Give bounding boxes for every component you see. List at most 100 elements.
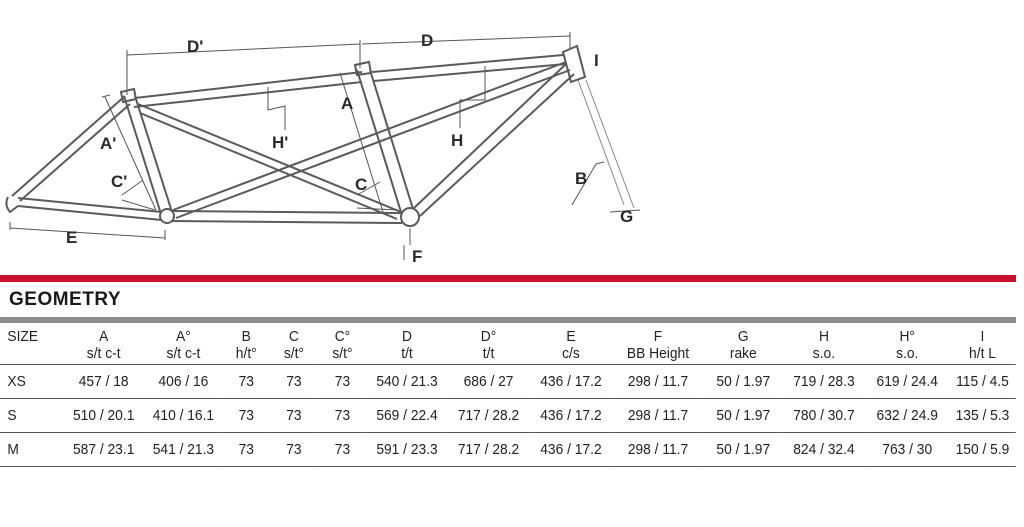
label-B: B [575,169,587,188]
table-cell: 73 [222,398,270,433]
tandem-frame-diagram: D' D I A A' H' H C' C B G E F [5,31,641,266]
table-cell: 73 [269,432,319,467]
column-header: H°s.o. [865,325,950,365]
table-cell: 73 [222,432,270,467]
table-cell: 457 / 18 [63,364,144,399]
table-cell: 410 / 16.1 [143,398,223,433]
column-header: C°s/t° [318,325,367,365]
table-cell: 50 / 1.97 [703,364,783,399]
table-cell: 73 [222,364,270,399]
rear-seat-collar [119,87,138,104]
label-G: G [620,207,633,226]
table-cell: 436 / 17.2 [529,398,613,433]
table-cell: 719 / 28.3 [782,364,866,399]
table-cell: 73 [318,398,367,433]
table-cell: 406 / 16 [143,364,223,399]
rear-seat-tube [123,95,173,215]
label-I: I [594,51,599,70]
column-header-code: A [99,328,109,345]
table-cell: 824 / 32.4 [782,432,866,467]
front-bottom-bracket [400,207,420,227]
bottom-tube [171,210,403,224]
dim-B [571,161,605,206]
size-cell: XS [0,364,64,399]
table-cell: 619 / 24.4 [865,364,950,399]
table-cell: 135 / 5.3 [949,398,1016,433]
column-header-desc: rake [729,345,757,362]
dim-D [361,32,571,50]
down-tube [413,63,575,217]
column-header-desc: s/t° [283,345,304,362]
table-cell: 298 / 11.7 [612,432,704,467]
column-header-code: H° [899,328,915,345]
table-cell: 73 [269,398,319,433]
table-cell: 298 / 11.7 [612,364,704,399]
table-cell: 298 / 11.7 [612,398,704,433]
label-F: F [412,247,422,266]
fork-line [577,79,635,209]
column-header-desc: s/t c-t [86,345,121,362]
label-A: A [341,94,353,113]
gray-divider [0,317,1016,323]
column-header: D°t/t [447,325,530,365]
table-cell: 510 / 20.1 [63,398,144,433]
table-cell: 436 / 17.2 [529,432,613,467]
label-E: E [66,228,77,247]
label-D-prime: D' [187,37,203,56]
table-cell: 73 [318,432,367,467]
seat-stay [11,95,131,202]
table-cell: 73 [318,364,367,399]
column-header-code: C [288,328,299,345]
table-cell: 50 / 1.97 [703,398,783,433]
column-header-code: H [818,328,829,345]
chain-stay [17,197,163,221]
bottom-brackets [159,207,420,227]
column-header-desc: h/t L [969,345,996,362]
column-header-desc [7,345,63,362]
dim-G [609,209,641,213]
label-D: D [421,31,433,50]
dim-F [403,228,411,260]
dim-C-prime [121,179,156,211]
column-header-desc: BB Height [626,345,690,362]
table-cell: 780 / 30.7 [782,398,866,433]
table-cell: 717 / 28.2 [447,432,530,467]
dimension-labels: D' D I A A' H' H C' C B G E F [66,31,633,266]
table-cell: 569 / 22.4 [366,398,448,433]
column-header-code: G [737,328,749,345]
rear-dropout [5,196,19,214]
head-tube [561,44,587,84]
column-header-desc: s/t° [332,345,353,362]
label-A-prime: A' [100,134,116,153]
size-cell: M [0,432,64,467]
column-header-desc: s.o. [896,345,919,362]
table-cell: 115 / 4.5 [949,364,1016,399]
column-header-desc: t/t [482,345,495,362]
table-cell: 587 / 23.1 [63,432,144,467]
column-header-code: E [566,328,576,345]
table-cell: 541 / 21.3 [143,432,223,467]
red-divider [0,275,1016,282]
table-cell: 73 [269,364,319,399]
top-tube [133,71,363,108]
column-header-code: C° [334,328,351,345]
label-H-prime: H' [272,133,288,152]
dim-C [356,181,399,211]
table-cell: 540 / 21.3 [366,364,448,399]
front-seat-collar [353,60,373,77]
column-header-code: I [980,328,985,345]
table-cell: 150 / 5.9 [949,432,1016,467]
dimension-lines [9,32,641,260]
